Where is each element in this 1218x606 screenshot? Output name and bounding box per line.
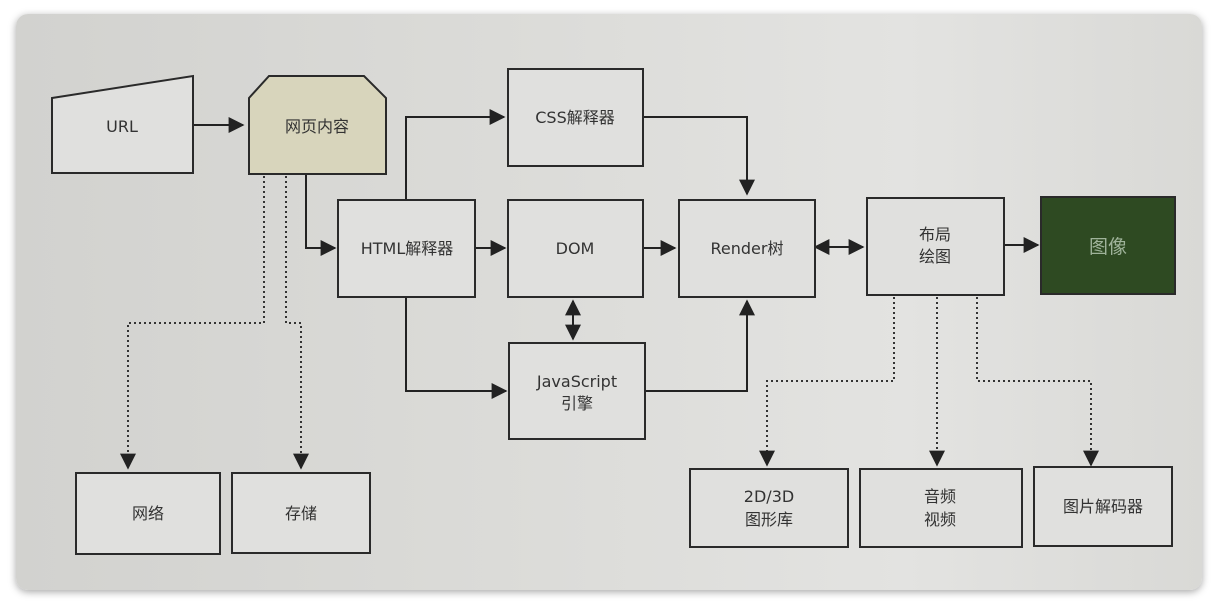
edge-html-parser-to-css-parser — [405, 109, 506, 200]
node-graphics-lib-label-line2: 图形库 — [745, 510, 793, 529]
node-html-parser-label: HTML解释器 — [361, 239, 454, 258]
edge-html-parser-to-js-engine — [405, 297, 508, 399]
edge-web-content-to-html-parser — [305, 174, 337, 256]
node-css-parser-label: CSS解释器 — [535, 108, 615, 127]
node-image-label: 图像 — [1089, 236, 1127, 258]
node-web-content: 网页内容 — [248, 75, 387, 175]
node-js-engine-label-line1: JavaScript — [536, 372, 617, 391]
node-graphics-lib-label-line1: 2D/3D — [744, 487, 794, 506]
dotted-edges — [120, 176, 1099, 470]
edge-web-content-to-network — [120, 176, 265, 470]
node-storage-label: 存储 — [285, 504, 317, 523]
node-css-parser: CSS解释器 — [507, 68, 644, 167]
node-storage: 存储 — [231, 472, 371, 554]
node-render-tree-label: Render树 — [711, 239, 784, 258]
node-network-label: 网络 — [132, 504, 164, 523]
edges — [193, 109, 1040, 399]
node-graphics-lib: 2D/3D 图形库 — [689, 468, 849, 548]
node-layout-paint: 布局 绘图 — [866, 197, 1005, 296]
node-render-tree: Render树 — [678, 199, 816, 298]
node-audio-video: 音频 视频 — [859, 468, 1023, 548]
node-layout-paint-label-line1: 布局 — [919, 225, 951, 244]
edge-layout-to-image-decoder — [976, 297, 1099, 467]
node-js-engine: JavaScript 引擎 — [508, 342, 646, 440]
node-image-decoder: 图片解码器 — [1033, 466, 1173, 547]
node-url-label: URL — [106, 117, 138, 136]
node-dom-label: DOM — [556, 239, 595, 258]
node-url: URL — [51, 74, 194, 174]
node-js-engine-label-line2: 引擎 — [561, 394, 593, 413]
node-image: 图像 — [1040, 196, 1176, 295]
node-dom: DOM — [507, 199, 644, 298]
edge-css-parser-to-render-tree — [643, 116, 755, 196]
node-web-content-label: 网页内容 — [285, 117, 349, 136]
node-layout-paint-label-line2: 绘图 — [919, 247, 951, 266]
node-audio-video-label-line1: 音频 — [924, 487, 956, 506]
edge-js-engine-to-render-tree — [645, 299, 755, 392]
edge-layout-to-graphics — [759, 297, 895, 467]
node-network: 网络 — [75, 472, 221, 555]
node-audio-video-label-line2: 视频 — [924, 510, 956, 529]
browser-architecture-diagram: URL 网页内容 CSS解释器 HTML解释器 DOM Render树 Java… — [51, 68, 1176, 555]
node-html-parser: HTML解释器 — [337, 199, 476, 298]
node-image-decoder-label: 图片解码器 — [1063, 497, 1143, 516]
diagram-photo: URL 网页内容 CSS解释器 HTML解释器 DOM Render树 Java… — [16, 14, 1202, 590]
edge-web-content-to-storage — [285, 176, 309, 470]
